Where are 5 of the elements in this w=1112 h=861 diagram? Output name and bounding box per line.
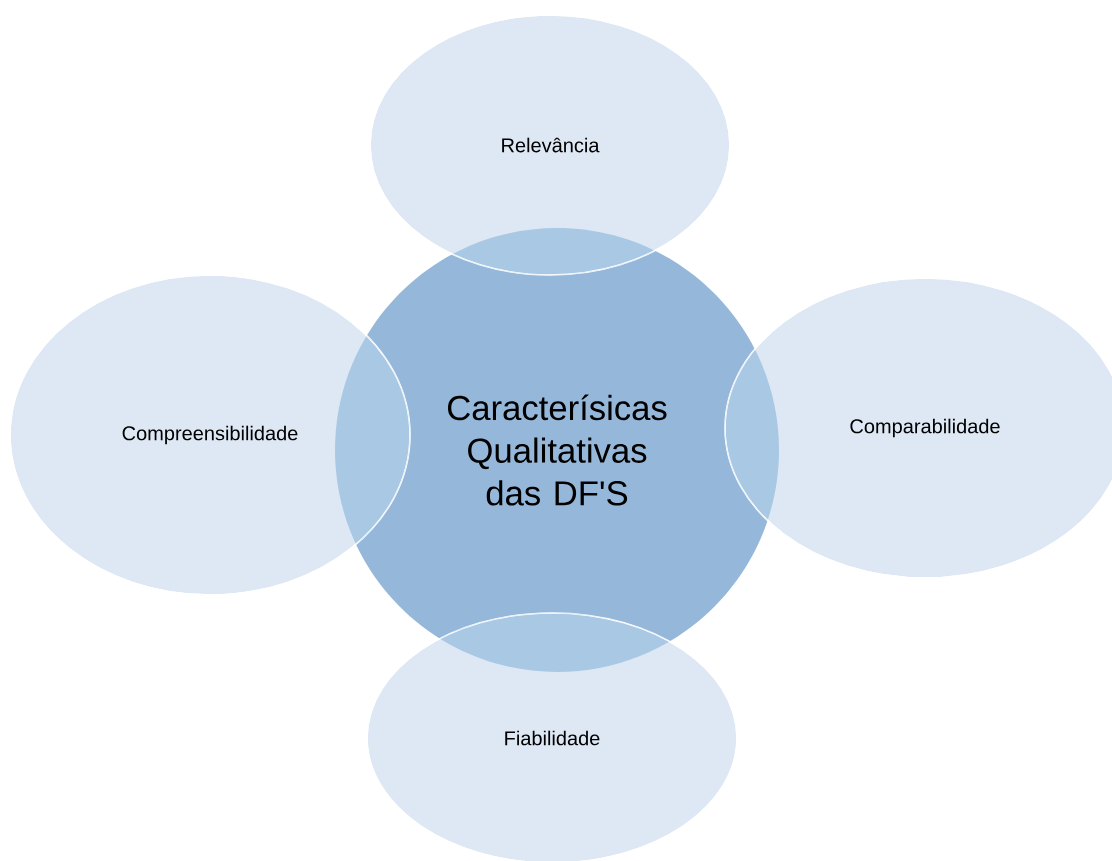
node-label: Relevância bbox=[502, 137, 600, 153]
node-label: Compreensibilidade bbox=[122, 425, 298, 445]
node-label: Fiabilidade bbox=[505, 730, 600, 746]
ellipse-bubble: Fiabilidade bbox=[366, 612, 738, 861]
node-label: Comparabilidade bbox=[850, 418, 1000, 438]
